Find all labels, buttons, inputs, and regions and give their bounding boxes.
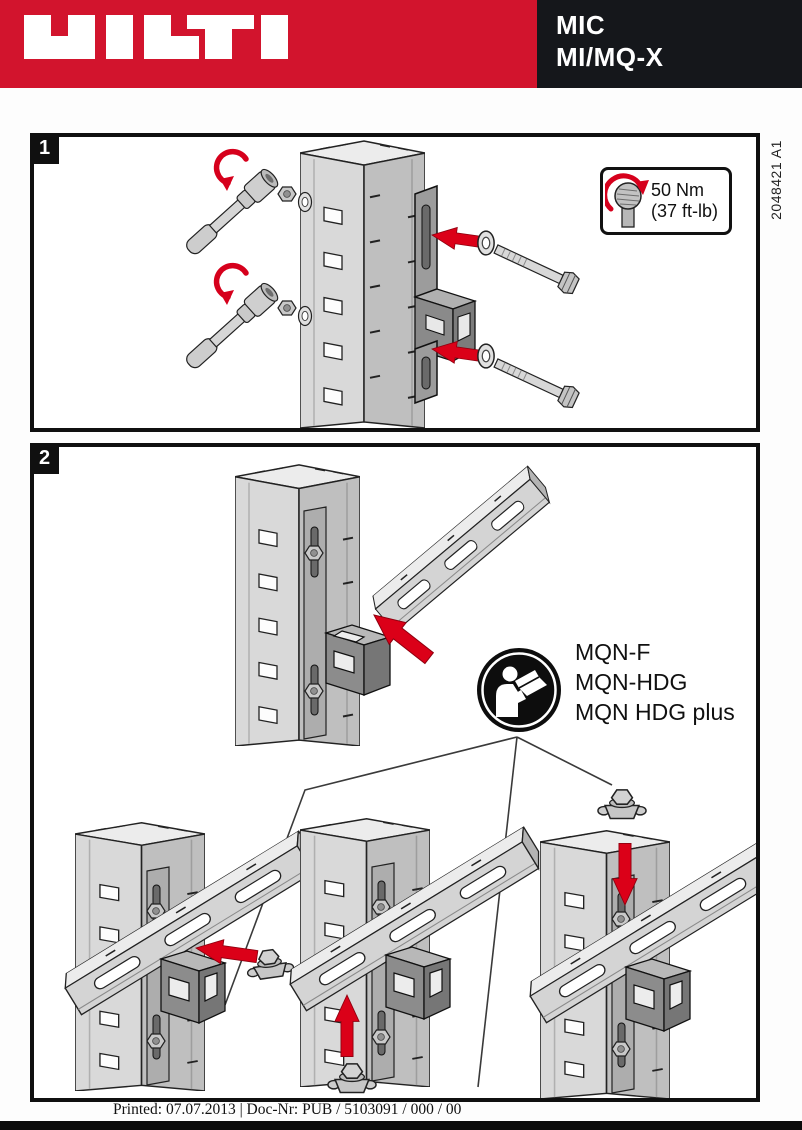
torque-box: 50 Nm (37 ft-lb) bbox=[600, 167, 732, 235]
step2-badge: 2 bbox=[30, 443, 59, 474]
product-item: MQN HDG plus bbox=[575, 699, 735, 725]
step1-badge: 1 bbox=[30, 133, 59, 164]
channel-insert-drawing bbox=[235, 463, 556, 746]
bolt-icon bbox=[490, 352, 582, 411]
mic-bracket bbox=[412, 184, 478, 405]
document-number: 2048421 A1 bbox=[768, 140, 784, 220]
product-item: MQN-F bbox=[575, 639, 651, 665]
step1-panel: 1 bbox=[30, 133, 760, 432]
product-line-2: MI/MQ-X bbox=[556, 42, 664, 72]
mqn-top-drawing bbox=[524, 831, 756, 1098]
hilti-logo-letters bbox=[24, 15, 288, 59]
mqn-fastener bbox=[597, 789, 647, 820]
product-item: MQN-HDG bbox=[575, 669, 688, 695]
step2-illustration bbox=[34, 463, 756, 1098]
mqn-side-drawing bbox=[59, 823, 321, 1091]
step2-panel: 2 bbox=[30, 443, 760, 1102]
read-instructions-icon bbox=[477, 648, 561, 732]
step1-illustration bbox=[181, 140, 582, 428]
mi-column bbox=[300, 140, 425, 428]
product-title: MIC MI/MQ-X bbox=[556, 9, 664, 73]
torque-bolt-icon bbox=[605, 173, 649, 228]
bolt-icon bbox=[490, 238, 582, 297]
torque-alt-value: (37 ft-lb) bbox=[651, 201, 719, 221]
mqn-bottom-drawing bbox=[284, 819, 546, 1087]
footer-print-info: Printed: 07.07.2013 | Doc-Nr: PUB / 5103… bbox=[113, 1101, 462, 1118]
header-black-band bbox=[537, 0, 802, 88]
callout-lines bbox=[224, 736, 613, 1088]
rotation-arrow-icon bbox=[217, 152, 246, 191]
hilti-logo: HILTI bbox=[24, 15, 288, 59]
bottom-bar bbox=[0, 1121, 802, 1130]
mqn-product-list: MQN-F MQN-HDG MQN HDG plus bbox=[575, 637, 735, 727]
product-line-1: MIC bbox=[556, 10, 606, 40]
rotation-arrow-icon bbox=[217, 266, 246, 305]
torque-value: 50 Nm bbox=[651, 180, 705, 200]
